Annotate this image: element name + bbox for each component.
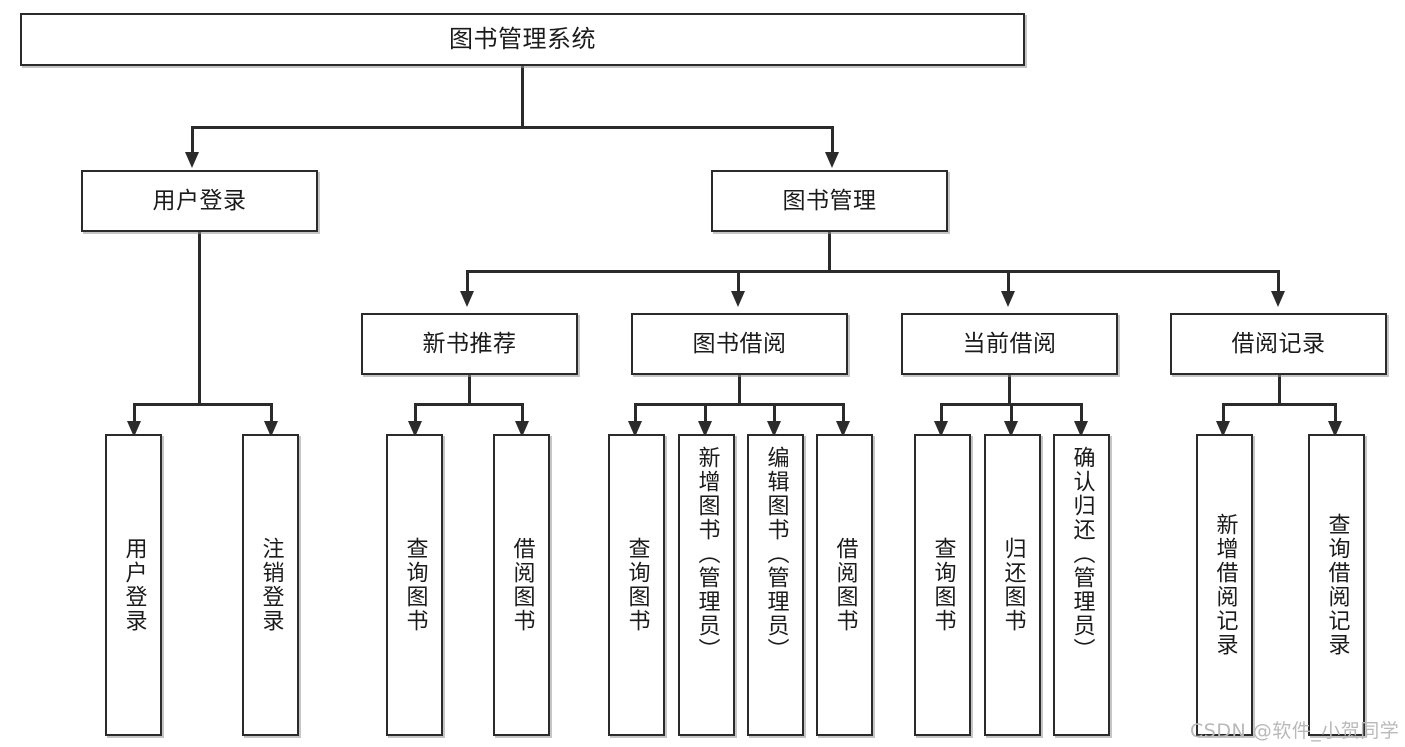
arrow-bb-to-leaf-3 [767, 421, 781, 437]
connector-root-trunk [521, 66, 524, 126]
connector-new-book-trunk [468, 375, 471, 403]
connector-nb-to-leaf-2 [521, 403, 524, 425]
node-label: 确认归还（管理员） [1069, 446, 1095, 662]
node-leaf-borrow-book-1[interactable]: 借阅图书 [493, 434, 550, 736]
arrow-root-to-user-login [185, 152, 199, 168]
connector-book-borrow-trunk [738, 375, 741, 403]
node-book-borrow[interactable]: 图书借阅 [631, 313, 848, 375]
connector-user-login-trunk [198, 232, 201, 403]
csdn-watermark: CSDN @软件_小贺同学 [1190, 720, 1400, 742]
connector-bm-to-new-book [466, 270, 469, 294]
connector-bm-to-current-borrow [1007, 270, 1010, 294]
arrow-bb-to-leaf-2 [698, 421, 712, 437]
connector-root-bus [191, 126, 833, 129]
connector-root-to-user-login [191, 126, 194, 154]
node-leaf-borrow-book-2[interactable]: 借阅图书 [816, 434, 873, 736]
node-label: 借阅图书 [509, 537, 535, 633]
arrow-cb-to-leaf-1 [934, 421, 948, 437]
node-leaf-add-book[interactable]: 新增图书（管理员） [678, 434, 735, 736]
node-leaf-confirm-return[interactable]: 确认归还（管理员） [1053, 434, 1110, 736]
node-borrow-record[interactable]: 借阅记录 [1170, 313, 1387, 375]
arrow-user-login-to-leaf-2 [264, 421, 278, 437]
node-root-book-management-system[interactable]: 图书管理系统 [20, 13, 1025, 66]
connector-cb-to-leaf-2 [1010, 403, 1013, 425]
connector-bm-to-borrow-record [1277, 270, 1280, 294]
arrow-bb-to-leaf-1 [628, 421, 642, 437]
node-label: 查询图书 [402, 537, 428, 633]
connector-book-borrow-bus [634, 403, 844, 406]
node-current-borrow[interactable]: 当前借阅 [901, 313, 1118, 375]
arrow-bm-to-current-borrow [1001, 291, 1015, 307]
node-label: 图书借阅 [692, 330, 787, 357]
connector-new-book-bus [414, 403, 524, 406]
connector-br-to-leaf-1 [1222, 403, 1225, 425]
connector-bm-to-book-borrow [737, 270, 740, 294]
node-label: 查询图书 [624, 537, 650, 633]
node-label: 新增图书（管理员） [694, 446, 720, 662]
node-book-management[interactable]: 图书管理 [711, 170, 948, 232]
connector-cb-to-leaf-1 [940, 403, 943, 425]
connector-book-management-trunk [828, 232, 831, 270]
node-leaf-query-book-1[interactable]: 查询图书 [386, 434, 443, 736]
node-label: 查询图书 [930, 537, 956, 633]
node-leaf-query-record[interactable]: 查询借阅记录 [1308, 434, 1365, 736]
connector-current-borrow-trunk [1008, 375, 1011, 403]
node-leaf-query-book-3[interactable]: 查询图书 [914, 434, 971, 736]
arrow-bm-to-new-book [460, 291, 474, 307]
arrow-root-to-book-management [825, 152, 839, 168]
connector-bb-to-leaf-3 [773, 403, 776, 425]
node-user-login[interactable]: 用户登录 [81, 170, 318, 232]
node-label: 借阅图书 [832, 537, 858, 633]
node-leaf-add-record[interactable]: 新增借阅记录 [1196, 434, 1253, 736]
arrow-cb-to-leaf-2 [1004, 421, 1018, 437]
arrow-user-login-to-leaf-1 [127, 421, 141, 437]
node-label: 当前借阅 [962, 330, 1057, 357]
connector-book-management-bus [466, 270, 1278, 273]
node-label: 用户登录 [121, 537, 147, 633]
arrow-nb-to-leaf-2 [515, 421, 529, 437]
node-leaf-user-login[interactable]: 用户登录 [105, 434, 162, 736]
connector-br-to-leaf-2 [1334, 403, 1337, 425]
connector-user-login-bus [133, 403, 270, 406]
node-leaf-edit-book[interactable]: 编辑图书（管理员） [747, 434, 804, 736]
connector-bb-to-leaf-1 [634, 403, 637, 425]
connector-user-login-to-leaf-1 [133, 403, 136, 425]
arrow-cb-to-leaf-3 [1074, 421, 1088, 437]
node-leaf-logout-login[interactable]: 注销登录 [242, 434, 299, 736]
node-new-book-recommend[interactable]: 新书推荐 [361, 313, 578, 375]
connector-nb-to-leaf-1 [414, 403, 417, 425]
arrow-br-to-leaf-1 [1216, 421, 1230, 437]
arrow-bm-to-borrow-record [1271, 291, 1285, 307]
connector-borrow-record-bus [1222, 403, 1337, 406]
connector-bb-to-leaf-2 [704, 403, 707, 425]
arrow-bm-to-book-borrow [731, 291, 745, 307]
node-label: 注销登录 [258, 537, 284, 633]
connector-bb-to-leaf-4 [842, 403, 845, 425]
arrow-bb-to-leaf-4 [836, 421, 850, 437]
node-label: 新增借阅记录 [1212, 513, 1238, 657]
node-label: 编辑图书（管理员） [763, 446, 789, 662]
node-label: 新书推荐 [422, 330, 517, 357]
node-leaf-return-book[interactable]: 归还图书 [984, 434, 1041, 736]
arrow-nb-to-leaf-1 [408, 421, 422, 437]
node-leaf-query-book-2[interactable]: 查询图书 [608, 434, 665, 736]
arrow-br-to-leaf-2 [1328, 421, 1342, 437]
node-label: 图书管理 [782, 187, 877, 214]
node-label: 借阅记录 [1231, 330, 1326, 357]
connector-cb-to-leaf-3 [1080, 403, 1083, 425]
connector-borrow-record-trunk [1278, 375, 1281, 403]
node-label: 图书管理系统 [449, 24, 596, 53]
node-label: 用户登录 [152, 187, 247, 214]
node-label: 归还图书 [1000, 537, 1026, 633]
node-label: 查询借阅记录 [1324, 513, 1350, 657]
connector-user-login-to-leaf-2 [270, 403, 273, 425]
connector-root-to-book-management [831, 126, 834, 154]
